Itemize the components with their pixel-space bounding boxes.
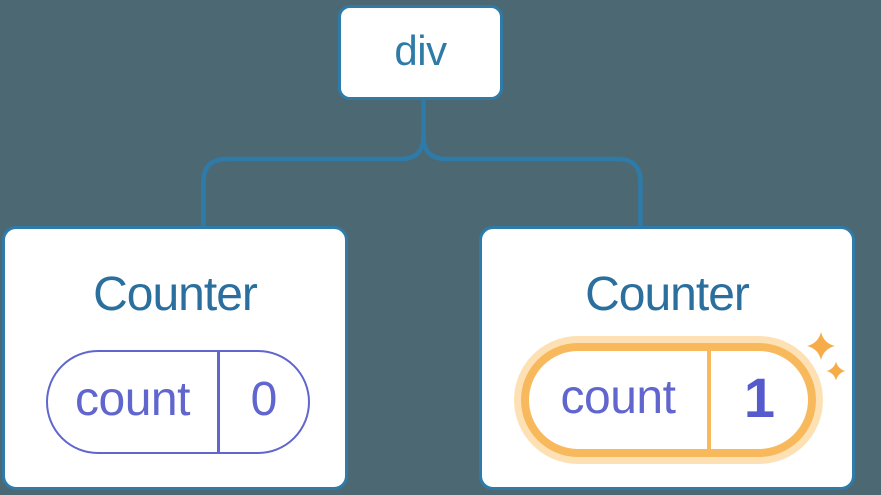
state-value-label: 0 [250,372,278,426]
sparkle-small [826,361,846,381]
edge-to-right-counter [421,135,643,228]
root-node-div: div [338,5,503,100]
pill-divider [707,351,711,449]
state-value-label: 1 [743,365,776,429]
counter-card-right: Counter count 1 [479,226,855,490]
counter-card-left: Counter count 0 [2,226,348,490]
state-pill: count 0 [46,350,310,454]
component-title: Counter [585,268,750,321]
root-node-label: div [394,26,447,74]
state-key-label: count [560,370,676,424]
state-key-segment: count [529,351,707,449]
sparkle-large [807,332,835,360]
state-pill-highlighted: count 1 [521,343,816,457]
state-value-segment: 1 [711,351,808,449]
state-key-label: count [75,372,190,426]
state-value-segment: 0 [220,352,308,452]
component-title: Counter [93,268,258,321]
state-key-segment: count [48,352,217,452]
edge-to-left-counter [201,100,426,228]
pill-divider [217,352,220,452]
